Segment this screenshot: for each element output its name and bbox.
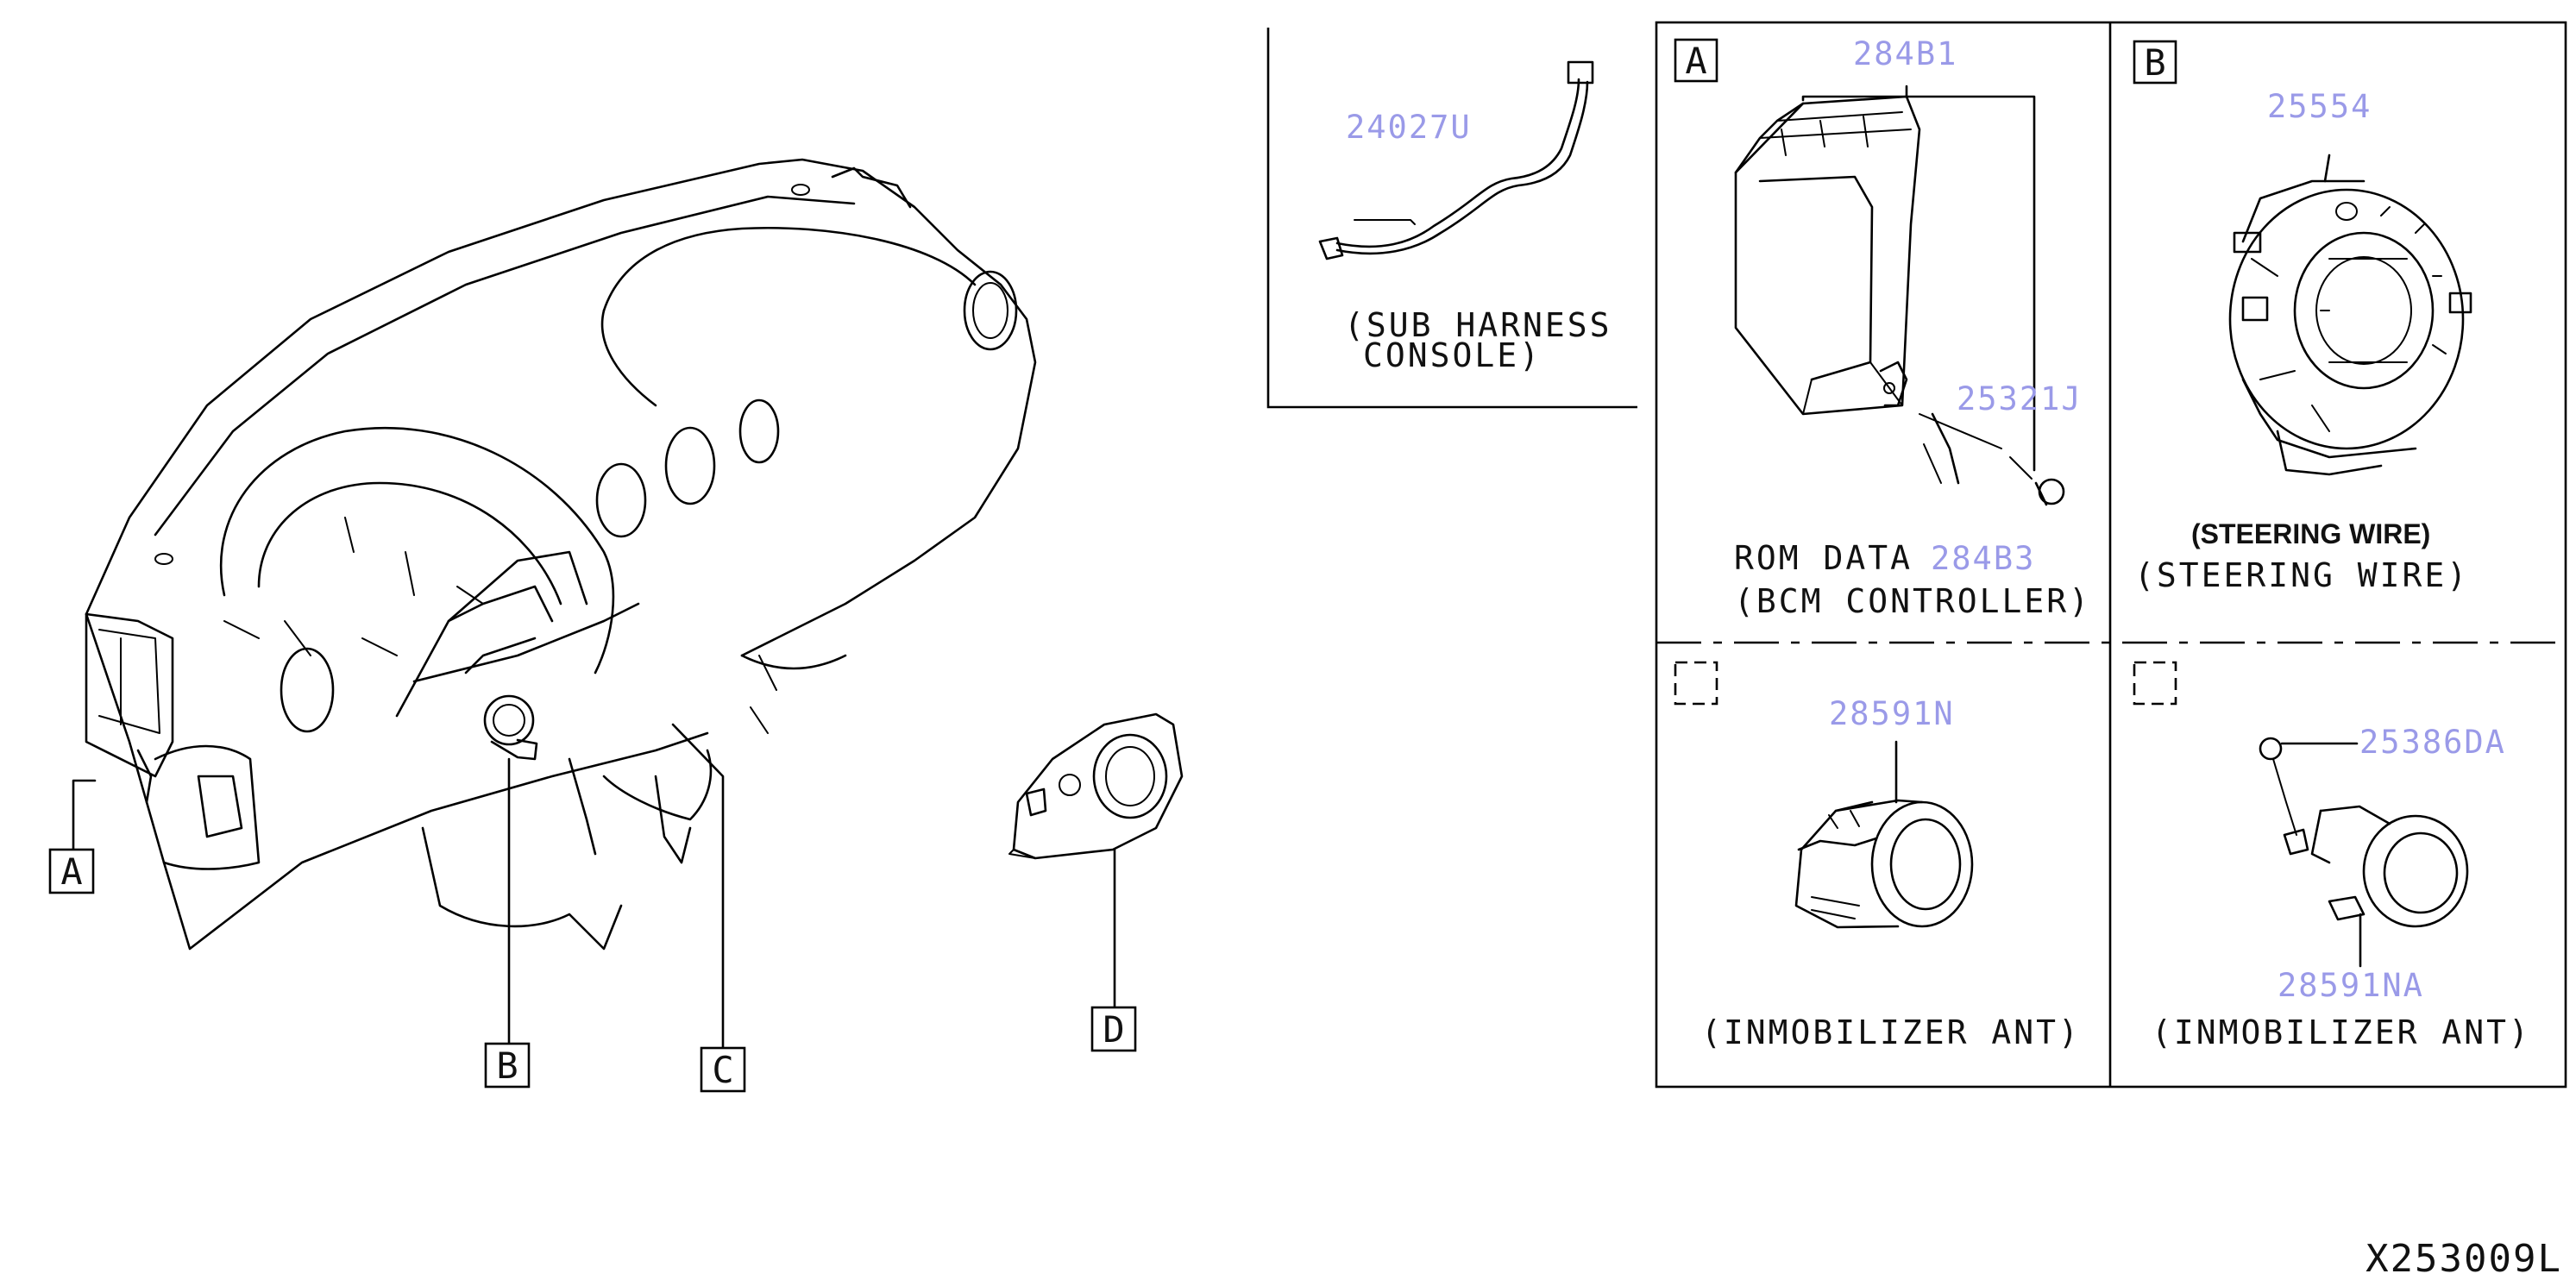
callout-a: A [60, 850, 82, 893]
panel-a-rom-part-number: 284B3 [1931, 540, 2035, 577]
panel-c-part-number: 28591N [1829, 695, 1955, 732]
panel-b-letter: B [2144, 41, 2165, 84]
panel-b-letter-box [2133, 40, 2177, 85]
panel-a-letter-box [1674, 38, 1718, 83]
panel-c-caption: (INMOBILIZER ANT) [1701, 1013, 2081, 1051]
callout-b: B [496, 1045, 518, 1087]
panel-a-module-part-number: 284B1 [1853, 35, 1957, 72]
panel-c-letter-box [1674, 661, 1718, 706]
callout-c: C [712, 1049, 733, 1091]
sub-harness-caption-line1: (SUB HARNESS [1344, 306, 1612, 344]
sub-harness-part-number: 24027U [1346, 109, 1472, 146]
diagram-code: X253009L [2366, 1237, 2562, 1280]
panel-b-caption-bold: (STEERING WIRE) [2191, 518, 2430, 549]
panel-d-antenna-part-number: 28591NA [2278, 967, 2424, 1004]
panel-b-caption: (STEERING WIRE) [2134, 556, 2469, 594]
sub-harness-panel [1266, 28, 1637, 409]
immobilizer-antenna-d-drawing [2259, 737, 2469, 968]
screw-25321j-drawing [2009, 456, 2065, 506]
panel-d-caption: (INMOBILIZER ANT) [2152, 1013, 2531, 1051]
callout-c-box [700, 1046, 746, 1093]
callout-d-box [1090, 1006, 1137, 1052]
callout-b-box [484, 1042, 531, 1089]
panel-a-caption: (BCM CONTROLLER) [1734, 582, 2091, 620]
panel-a-letter: A [1685, 40, 1706, 82]
panel-a-leaders [1801, 85, 2036, 472]
instrument-panel-drawing [85, 158, 1037, 951]
spiral-cable-drawing [2228, 154, 2472, 476]
overview-callouts [72, 723, 1116, 1071]
callout-d: D [1103, 1008, 1124, 1051]
detail-grid [1655, 21, 2567, 1089]
callout-a-box [48, 848, 95, 894]
panel-d-screw-part-number: 25386DA [2359, 724, 2506, 761]
panel-d-letter-box [2133, 661, 2177, 706]
sub-harness-caption-line2: CONSOLE) [1363, 336, 1542, 374]
immobilizer-antenna-c-drawing [1794, 740, 1974, 929]
panel-a-screw-part-number: 25321J [1957, 380, 2083, 417]
bcm-module-drawing [1734, 95, 2002, 485]
panel-a-rom-label: ROM DATA [1734, 539, 1913, 577]
panel-b-part-number: 25554 [2267, 88, 2372, 125]
column-cover-drawing [1008, 712, 1184, 860]
